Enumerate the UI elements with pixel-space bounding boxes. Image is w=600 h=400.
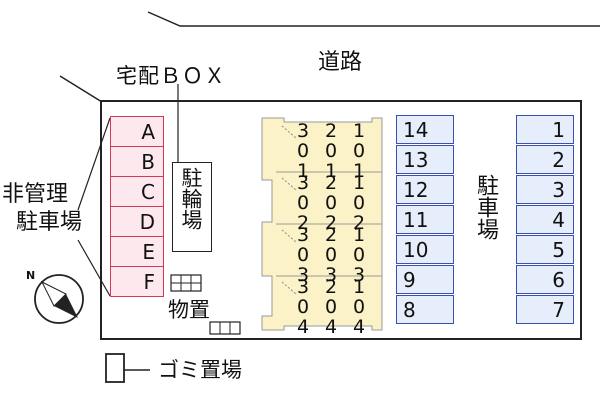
unit-number: 204: [320, 276, 342, 336]
bike-parking-label: 駐輪場: [179, 167, 203, 230]
bike-parking: 駐輪場: [172, 162, 212, 252]
parking-slot: 10: [396, 235, 454, 264]
site-boundary: [100, 100, 582, 340]
unit-number: 104: [348, 276, 370, 336]
unit-number: 202: [320, 172, 342, 232]
unit-number: 203: [320, 224, 342, 284]
unmanaged-parking-slot: B: [110, 146, 164, 177]
garbage-label: ゴミ置場: [158, 358, 242, 382]
parking-slot: 13: [396, 145, 454, 174]
delivery-box-label: 宅配ＢＯＸ: [116, 64, 226, 88]
parking-slot: 8: [396, 295, 454, 324]
apartment-building: 301 201 101 302 202 102 303 203 103 304 …: [260, 116, 384, 336]
road-label: 道路: [318, 50, 363, 75]
parking-slot: 7: [516, 295, 574, 324]
unit-number: 201: [320, 120, 342, 180]
unit-number: 102: [348, 172, 370, 232]
unmanaged-parking-slot: A: [110, 116, 164, 147]
parking-slot: 2: [516, 145, 574, 174]
unmanaged-parking-slot: E: [110, 236, 164, 267]
unit-number: 302: [292, 172, 314, 232]
unit-number: 304: [292, 276, 314, 336]
unit-number: 303: [292, 224, 314, 284]
garbage-legend-icon: [105, 353, 150, 383]
compass-icon: [34, 274, 84, 324]
parking-label: 駐車場: [473, 174, 498, 240]
parking-slot: 4: [516, 205, 574, 234]
unit-number: 101: [348, 120, 370, 180]
compass-north-label: N: [26, 269, 36, 282]
unit-number: 301: [292, 120, 314, 180]
parking-slot: 3: [516, 175, 574, 204]
storage-units: [170, 274, 241, 335]
unit-number: 103: [348, 224, 370, 284]
parking-slot: 6: [516, 265, 574, 294]
parking-slot: 14: [396, 115, 454, 144]
building-outline: [261, 117, 383, 331]
unmanaged-parking-slot: F: [110, 266, 164, 297]
parking-column-right: 1 2 3 4 5 6 7: [516, 115, 574, 327]
unmanaged-parking-slot: C: [110, 176, 164, 207]
parking-slot: 5: [516, 235, 574, 264]
parking-slot: 1: [516, 115, 574, 144]
parking-slot: 9: [396, 265, 454, 294]
unmanaged-parking-slot: D: [110, 206, 164, 237]
parking-slot: 12: [396, 175, 454, 204]
parking-slot: 11: [396, 205, 454, 234]
unmanaged-parking-label-line2: 駐車場: [16, 210, 83, 235]
parking-column-middle: 14 13 12 11 10 9 8: [396, 115, 454, 327]
unmanaged-parking-label-line1: 非管理: [2, 182, 69, 207]
storage-label: 物置: [168, 298, 210, 322]
